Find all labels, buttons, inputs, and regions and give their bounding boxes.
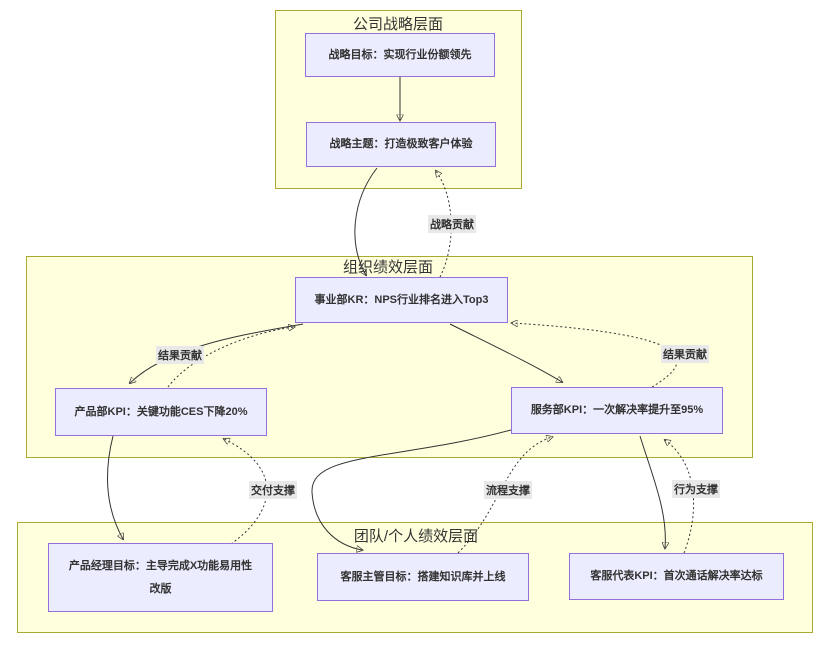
edge-product-kpi-to-bu-kr-result-contribution	[167, 327, 294, 388]
container-title-company-strategy: 公司战略层面	[352, 16, 444, 33]
container-title-team-individual: 团队/个人绩效层面	[353, 528, 479, 545]
node-pm-goal: 产品经理目标：主导完成X功能易用性改版	[48, 543, 273, 612]
node-cs-rep-kpi: 客服代表KPI：首次通话解决率达标	[569, 553, 784, 600]
node-service-kpi: 服务部KPI：一次解决率提升至95%	[511, 387, 723, 434]
edge-service-kpi-to-cs-rep-kpi	[639, 435, 665, 548]
edge-cs-manager-goal-to-service-kpi-process-support	[457, 437, 552, 554]
node-cs-manager-goal: 客服主管目标：搭建知识库并上线	[317, 553, 529, 601]
edge-label-strategic-contribution: 战略贡献	[428, 215, 476, 233]
edge-bu-kr-to-service-kpi	[449, 323, 562, 382]
edge-service-kpi-to-cs-manager-goal	[311, 429, 512, 550]
edge-product-kpi-to-pm-goal	[106, 435, 123, 539]
node-strategy-goal: 战略目标：实现行业份额领先	[305, 33, 495, 77]
edge-pm-goal-to-product-kpi-delivery-support	[224, 439, 268, 545]
edge-label-result-contribution-right: 结果贡献	[661, 345, 709, 363]
node-product-kpi: 产品部KPI：关键功能CES下降20%	[55, 388, 267, 436]
edge-cs-rep-kpi-to-service-kpi-behavior-support	[665, 440, 695, 554]
edge-label-delivery-support: 交付支撑	[249, 481, 297, 499]
edge-label-result-contribution-left: 结果贡献	[156, 346, 204, 364]
edge-label-process-support: 流程支撑	[484, 481, 532, 499]
node-bu-kr: 事业部KR：NPS行业排名进入Top3	[295, 277, 508, 323]
edge-label-behavior-support: 行为支撑	[672, 480, 720, 498]
edge-bu-kr-to-product-kpi	[130, 323, 304, 383]
edge-strategy-theme-to-bu-kr	[354, 167, 378, 275]
edge-service-kpi-to-bu-kr-result-contribution	[512, 323, 678, 388]
edge-bu-kr-to-strategy-theme-strategic-contribution	[436, 171, 452, 278]
node-strategy-theme: 战略主题：打造极致客户体验	[306, 122, 496, 167]
